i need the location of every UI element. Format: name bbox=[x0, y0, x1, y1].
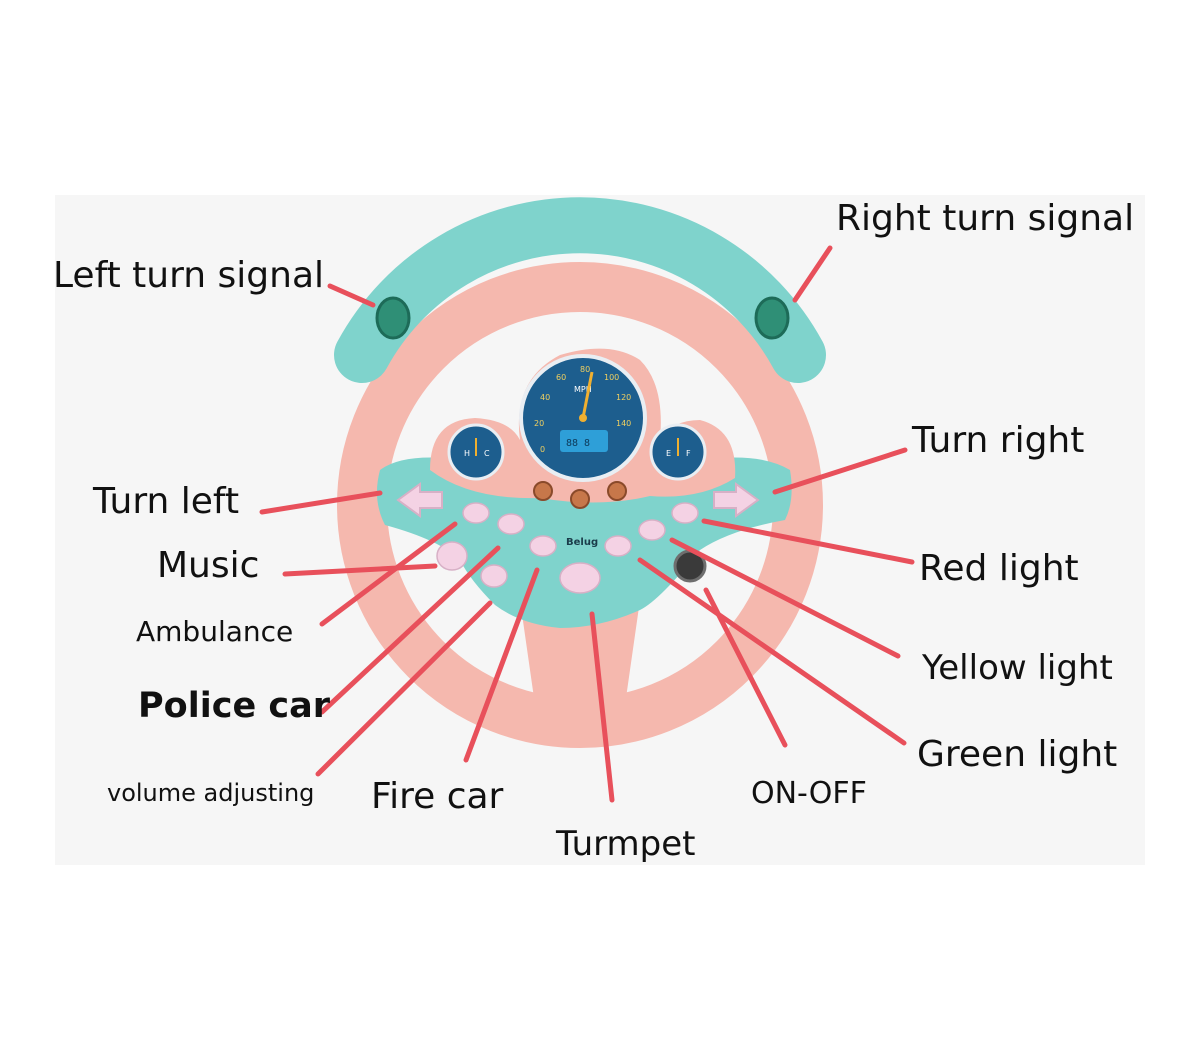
pointer-green-light bbox=[637, 557, 907, 746]
label-right-turn-signal: Right turn signal bbox=[836, 198, 1135, 239]
gauge-tick-120: 120 bbox=[616, 393, 631, 402]
label-yellow-light: Yellow light bbox=[922, 648, 1113, 688]
music-button[interactable] bbox=[436, 541, 468, 571]
label-red-light: Red light bbox=[919, 548, 1079, 589]
svg-text:C: C bbox=[484, 449, 490, 458]
brand-logo: Belug bbox=[566, 537, 598, 548]
left-temperature-gauge: H C bbox=[447, 423, 505, 481]
lcd-text: 88 8 bbox=[566, 438, 590, 449]
gauge-tick-80: 80 bbox=[580, 365, 590, 374]
right-fuel-gauge: E F bbox=[649, 423, 707, 481]
label-music: Music bbox=[157, 545, 260, 586]
svg-text:F: F bbox=[686, 449, 691, 458]
pointer-turn-left bbox=[259, 490, 383, 515]
label-turn-left: Turn left bbox=[93, 481, 240, 522]
yellow-light-button[interactable] bbox=[638, 519, 666, 541]
pointer-fire-car bbox=[463, 567, 540, 763]
gauge-tick-20: 20 bbox=[534, 419, 544, 428]
label-police-car: Police car bbox=[138, 686, 330, 726]
turn-right-button[interactable] bbox=[713, 482, 760, 518]
pointer-turn-right bbox=[772, 447, 908, 495]
trumpet-button[interactable] bbox=[559, 562, 601, 594]
red-light-button[interactable] bbox=[671, 502, 699, 524]
label-on-off: ON-OFF bbox=[751, 776, 867, 811]
indicator-light-2 bbox=[570, 489, 590, 509]
pointer-police-car bbox=[319, 545, 501, 715]
label-turmpet: Turmpet bbox=[556, 824, 696, 864]
pointer-lines bbox=[259, 245, 915, 803]
gauge-unit: MPH bbox=[574, 385, 592, 394]
label-left-turn-signal: Left turn signal bbox=[53, 255, 325, 296]
buttons bbox=[436, 502, 707, 594]
pointer-turmpet bbox=[589, 611, 615, 803]
pointer-ambulance bbox=[319, 521, 458, 627]
gauge-tick-60: 60 bbox=[556, 373, 566, 382]
turn-left-button[interactable] bbox=[396, 482, 443, 518]
label-green-light: Green light bbox=[917, 734, 1118, 775]
indicator-light-1 bbox=[533, 481, 553, 501]
gauge-tick-0: 0 bbox=[540, 445, 545, 454]
gauge-tick-40: 40 bbox=[540, 393, 550, 402]
gauge-tick-140: 140 bbox=[616, 419, 631, 428]
label-ambulance: Ambulance bbox=[136, 615, 294, 648]
pointer-red-light bbox=[701, 518, 915, 565]
gauge-needle bbox=[581, 371, 594, 419]
speedometer-gauge: 0 20 40 60 80 100 120 140 MPH 88 8 bbox=[519, 354, 647, 482]
pointer-volume bbox=[315, 600, 493, 777]
pointer-yellow-light bbox=[669, 537, 901, 659]
svg-text:H: H bbox=[464, 449, 470, 458]
label-turn-right: Turn right bbox=[912, 420, 1085, 461]
green-light-button[interactable] bbox=[604, 535, 632, 557]
label-fire-car: Fire car bbox=[371, 776, 504, 817]
volume-button[interactable] bbox=[480, 564, 508, 588]
pointer-music bbox=[282, 563, 438, 577]
ambulance-button[interactable] bbox=[497, 513, 525, 535]
lcd-display bbox=[560, 430, 608, 452]
right-turn-signal-light bbox=[754, 296, 790, 340]
pointer-left-turn-signal bbox=[327, 283, 376, 308]
fire-car-button[interactable] bbox=[529, 535, 557, 557]
label-volume-adjusting: volume adjusting bbox=[107, 779, 315, 807]
left-turn-signal-light bbox=[375, 296, 411, 340]
pointer-right-turn-signal bbox=[792, 245, 833, 303]
svg-text:E: E bbox=[666, 449, 671, 458]
gauge-tick-100: 100 bbox=[604, 373, 619, 382]
police-car-button[interactable] bbox=[462, 502, 490, 524]
indicator-light-3 bbox=[607, 481, 627, 501]
